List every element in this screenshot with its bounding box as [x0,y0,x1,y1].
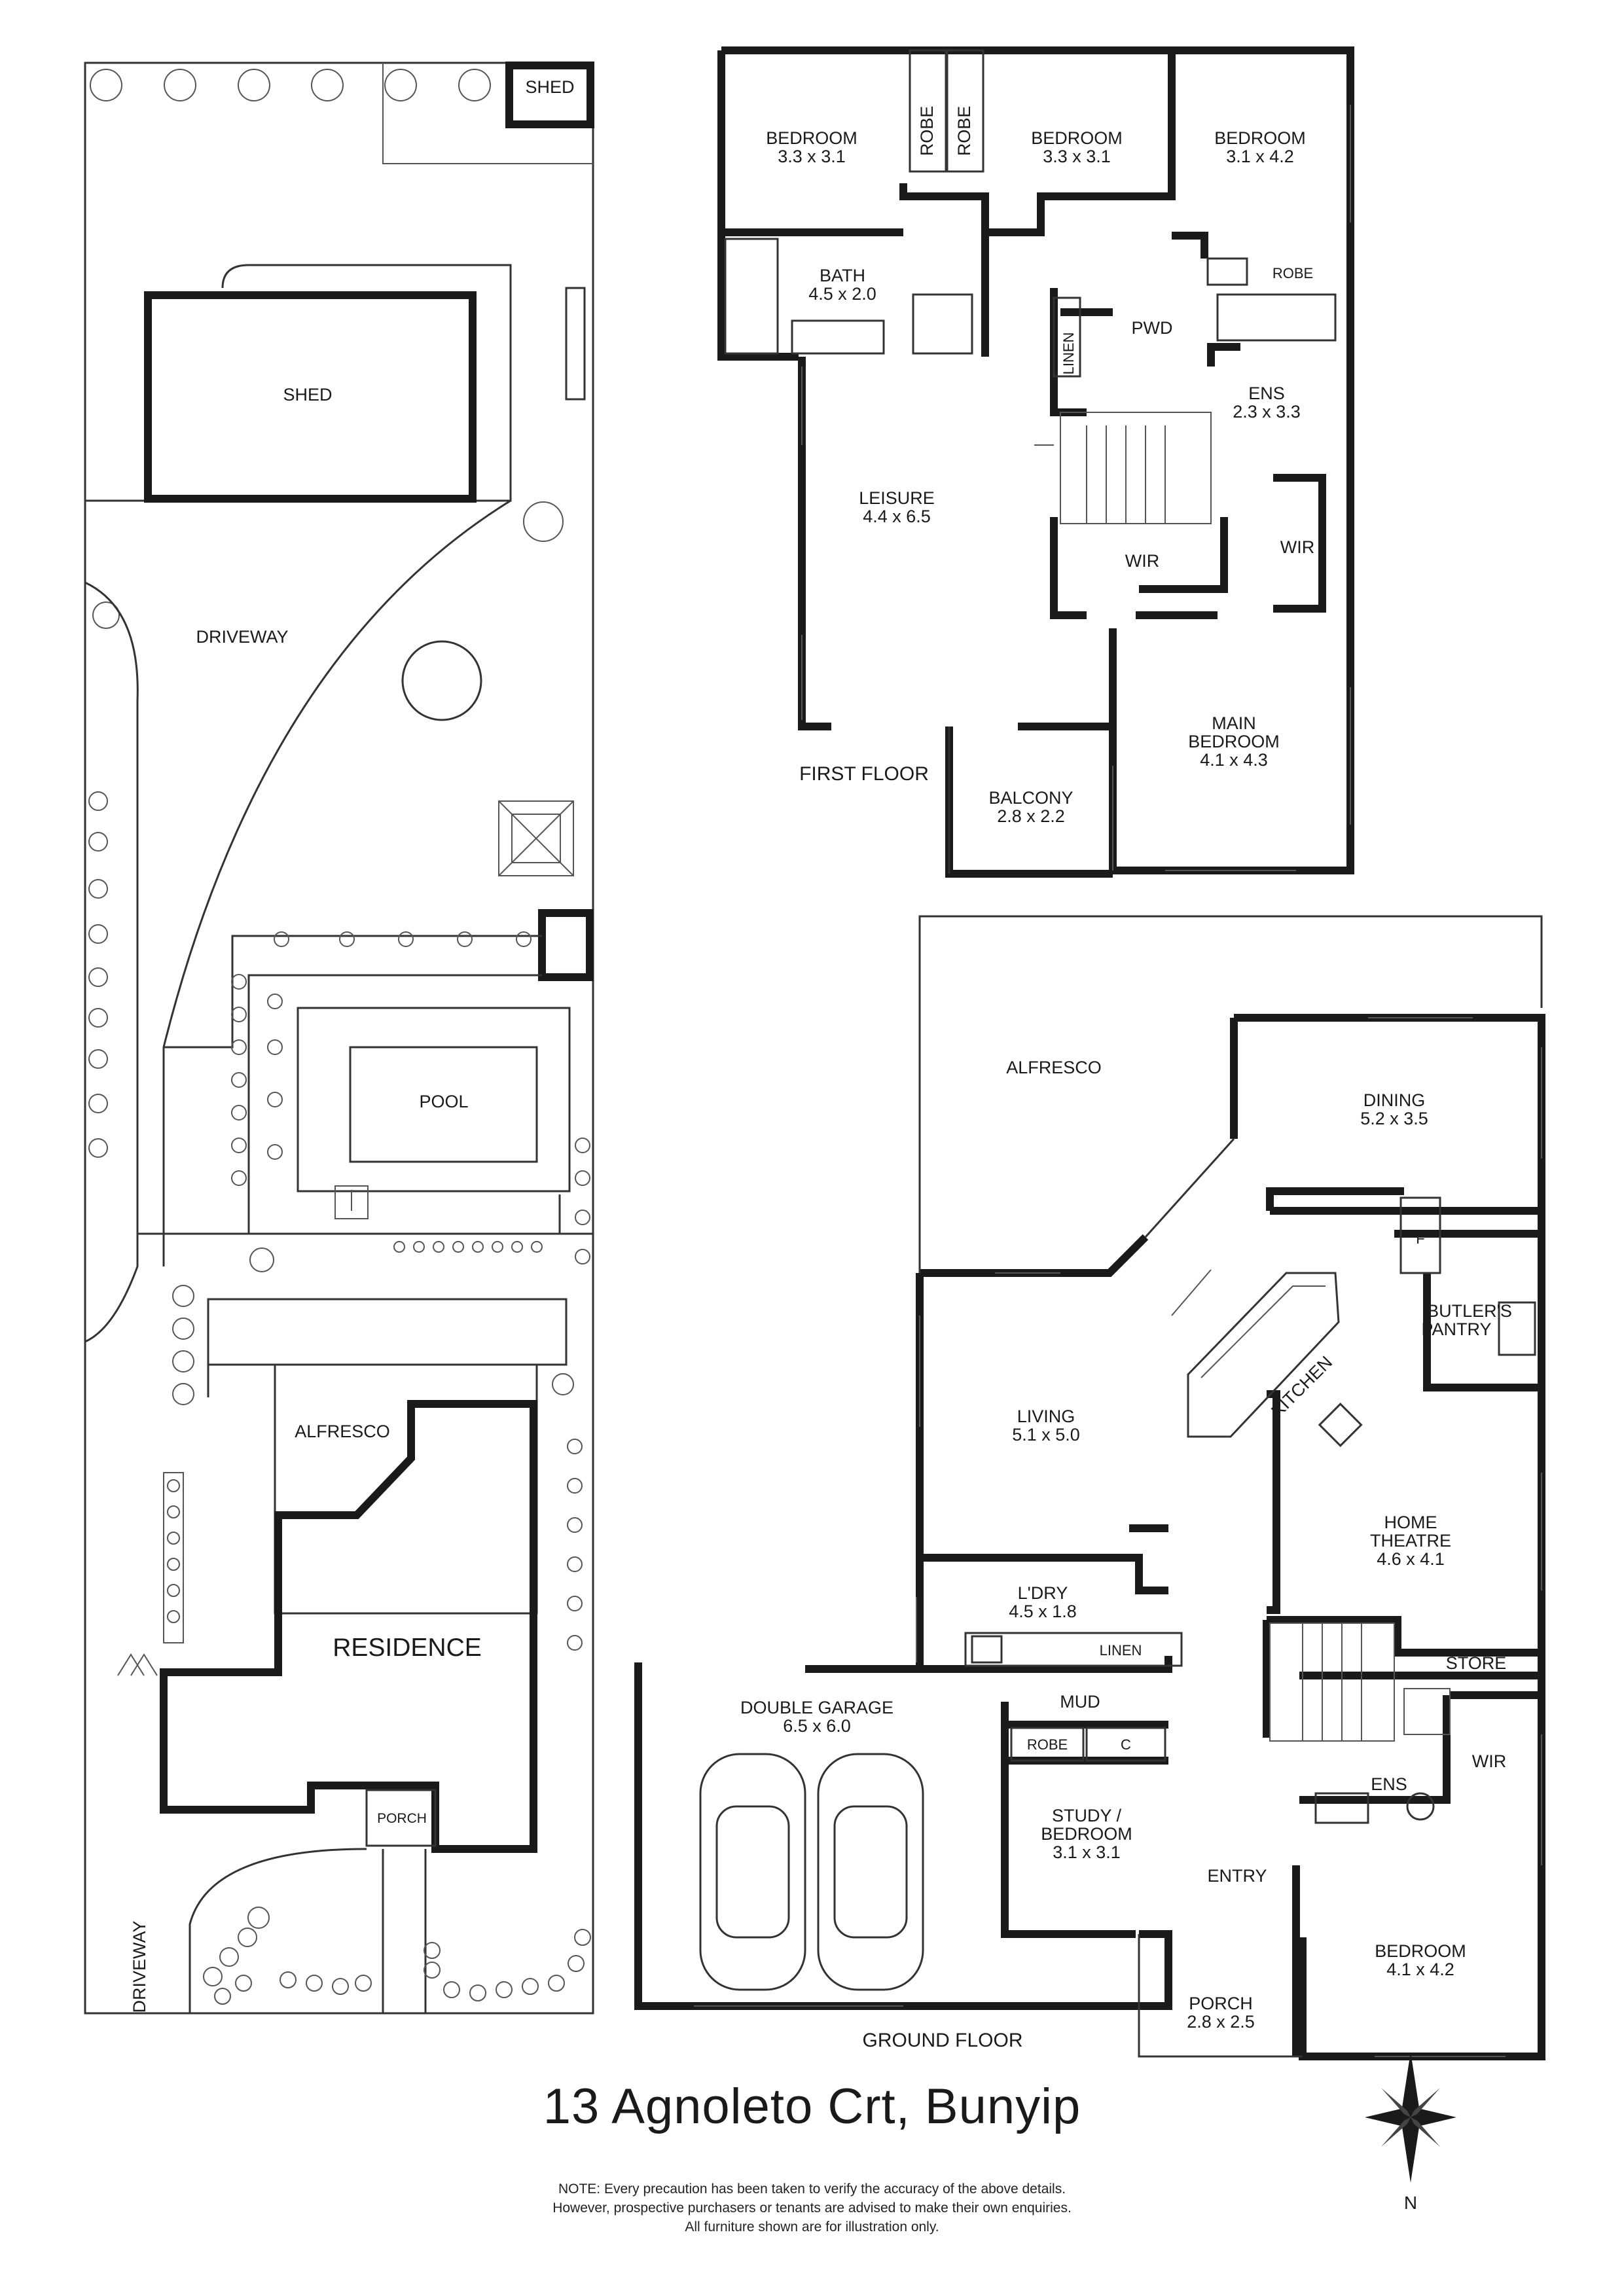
gf-window-marks-icon [694,1017,1542,2057]
car-icon [699,1753,924,1991]
small-shed-label: SHED [525,77,574,97]
gf-coats-label: C [1121,1736,1131,1753]
residence-trees-icon [172,1285,583,1651]
pool-fence-trees-icon [231,931,590,1265]
driveway-top-label: DRIVEWAY [196,627,288,647]
note-line-3: All furniture shown are for illustration… [685,2219,939,2234]
left-hedge-icon [163,1472,184,1643]
gf-wir-label: WIR [1472,1751,1506,1771]
gf-fridge-label: F [1416,1230,1424,1247]
compass-rose: N [1362,2049,1460,2213]
ground-floor-plan: F LINEN ROBE C [634,915,1545,2060]
ff-leisure-size: 4.4 x 6.5 [863,507,931,526]
ff-bath-name: BATH [820,266,865,285]
first-floor-label: FIRST FLOOR [799,763,929,785]
note-line-1: NOTE: Every precaution has been taken to… [558,2181,1066,2197]
first-floor-plan: ROBE ROBE LINEN ROBE BEDROOM 3.3 x 3.1 B… [717,46,1354,878]
gf-bedroom-size: 4.1 x 4.2 [1386,1960,1454,1979]
ff-main-bedroom-size: 4.1 x 4.3 [1200,750,1268,770]
ff-leisure-name: LEISURE [859,488,935,508]
tree-row-icon [90,69,491,101]
gf-ens-label: ENS [1371,1774,1407,1794]
ff-window-marks-icon [801,105,1351,871]
site-plan: SHED SHED DRIVEWAY POOL [84,62,594,2015]
gf-ldry-name: L'DRY [1018,1583,1068,1603]
gf-living-name: LIVING [1017,1407,1075,1426]
ff-robe-3-label: ROBE [1272,265,1313,281]
gf-garage-name: DOUBLE GARAGE [740,1698,893,1717]
gf-theatre-name2: THEATRE [1370,1531,1451,1551]
gf-alfresco-label: ALFRESCO [1006,1058,1102,1077]
gf-entry-label: ENTRY [1207,1866,1267,1886]
compass-north-label: N [1403,2193,1418,2213]
path-pavers-icon [393,1241,543,1253]
gf-study-name2: BEDROOM [1041,1824,1132,1844]
ff-robe-2-label: ROBE [954,106,974,156]
residence-label: RESIDENCE [333,1634,482,1662]
ground-floor-label: GROUND FLOOR [862,2030,1022,2051]
gf-dining-size: 5.2 x 3.5 [1360,1109,1428,1128]
residence-outline [160,1400,537,1853]
rock-garden-icon [203,1907,591,2005]
stairs-icon [1034,412,1212,524]
gf-theatre-name1: HOME [1384,1513,1437,1532]
ff-main-bedroom-name2: BEDROOM [1188,732,1280,751]
site-alfresco-label: ALFRESCO [295,1422,390,1441]
gf-porch-name: PORCH [1189,1994,1253,2013]
gf-linen-label: LINEN [1100,1642,1142,1659]
ff-robe-1-label: ROBE [917,106,937,156]
driveway-bottom-label: DRIVEWAY [130,1920,149,2013]
ff-ens-name: ENS [1248,384,1285,403]
north-arrow-icon [1365,2052,1456,2183]
gf-theatre-size: 4.6 x 4.1 [1377,1549,1445,1569]
gf-butlers-name2: PANTRY [1421,1319,1491,1339]
gf-store-label: STORE [1446,1653,1507,1673]
pool-label: POOL [419,1092,468,1111]
gf-study-name1: STUDY / [1052,1806,1122,1825]
ff-balcony-name: BALCONY [988,788,1073,808]
gf-garage-size: 6.5 x 6.0 [783,1716,851,1736]
gf-porch-size: 2.8 x 2.5 [1187,2012,1255,2032]
gf-bedroom-name: BEDROOM [1375,1941,1466,1961]
ff-pwd-label: PWD [1132,318,1173,338]
note-line-2: However, prospective purchasers or tenan… [552,2200,1072,2215]
ff-bedroom-1-name: BEDROOM [766,128,857,148]
ff-main-bedroom-name1: MAIN [1212,713,1256,733]
ff-bedroom-2-size: 3.3 x 3.1 [1043,147,1111,166]
small-shed-outline [505,62,594,128]
ff-bedroom-3-name: BEDROOM [1214,128,1306,148]
gazebo-icon [498,800,574,876]
gf-dining-name: DINING [1363,1090,1426,1110]
large-shed-label: SHED [283,385,332,404]
gf-ldry-size: 4.5 x 1.8 [1009,1602,1077,1621]
gf-stairs-icon [1269,1623,1451,1742]
ff-wir-1-label: WIR [1125,551,1159,571]
gf-robe-label: ROBE [1027,1736,1068,1753]
gf-mud-label: MUD [1060,1692,1100,1712]
property-address: 13 Agnoleto Crt, Bunyip [543,2079,1081,2134]
hedge-trees-icon [88,791,108,1158]
large-shed-outline [144,291,477,503]
ff-linen-label: LINEN [1060,332,1077,375]
ff-bedroom-1-size: 3.3 x 3.1 [778,147,846,166]
disclaimer-note: NOTE: Every precaution has been taken to… [0,2179,1624,2236]
gf-butlers-name1: BUTLER'S [1427,1301,1512,1321]
gf-study-size: 3.1 x 3.1 [1053,1842,1121,1862]
ff-bedroom-2-name: BEDROOM [1031,128,1123,148]
ff-wir-2-label: WIR [1280,537,1314,557]
ff-bedroom-3-size: 3.1 x 4.2 [1226,147,1294,166]
kitchen-island-icon [1187,1272,1363,1447]
ff-ens-size: 2.3 x 3.3 [1233,402,1301,422]
site-boundary [84,62,594,2015]
site-porch-label: PORCH [377,1811,427,1826]
gf-living-size: 5.1 x 5.0 [1012,1425,1080,1444]
ff-bath-size: 4.5 x 2.0 [808,284,876,304]
ff-balcony-size: 2.8 x 2.2 [997,806,1065,826]
